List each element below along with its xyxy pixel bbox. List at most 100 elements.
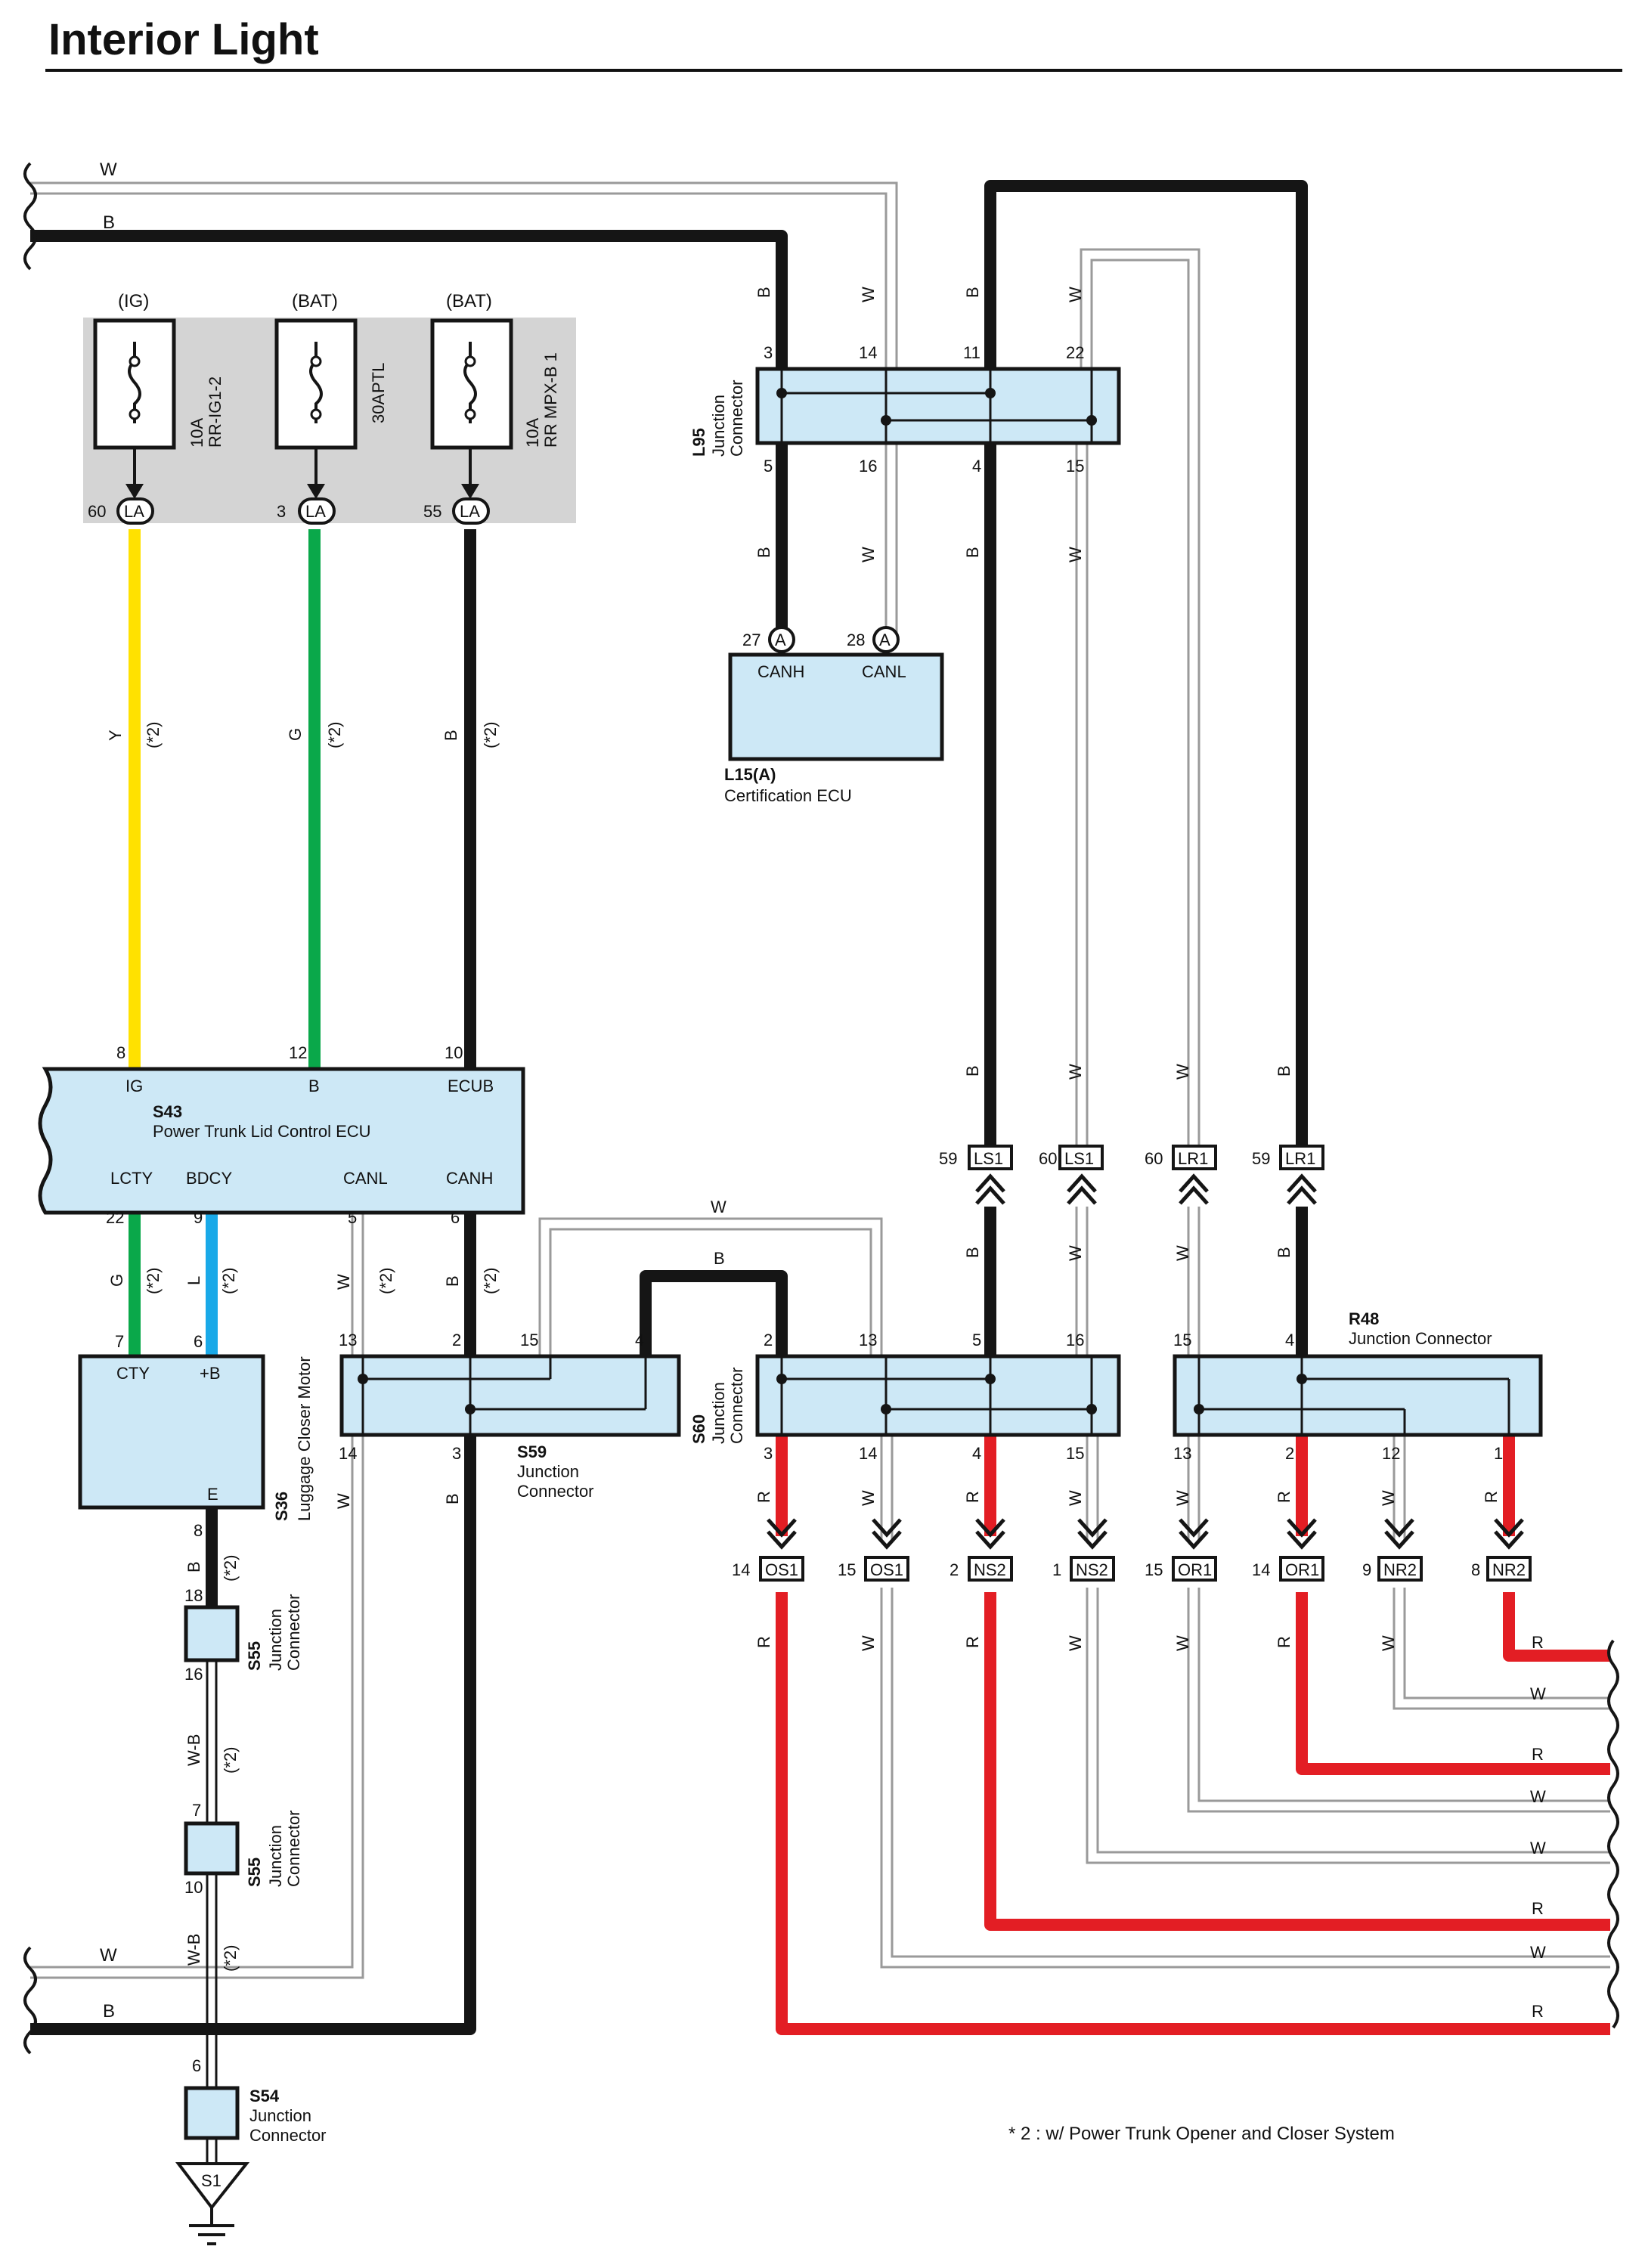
svg-text:S60: S60: [689, 1414, 708, 1444]
svg-text:Connector: Connector: [284, 1810, 303, 1887]
s43-wire-labels: G (*2) L (*2) W (*2) B (*2): [107, 1268, 500, 1294]
svg-text:S55: S55: [245, 1641, 264, 1671]
svg-text:5: 5: [764, 457, 773, 476]
svg-text:G: G: [286, 728, 305, 741]
svg-text:9: 9: [1362, 1560, 1371, 1579]
svg-text:(*2): (*2): [221, 1945, 240, 1972]
svg-text:10: 10: [445, 1043, 463, 1062]
wb-labels-upper: W-B (*2): [184, 1734, 240, 1774]
colored-wires: [129, 529, 321, 1356]
svg-text:W: W: [1530, 1839, 1546, 1857]
svg-text:16: 16: [1066, 1331, 1084, 1349]
svg-text:16: 16: [859, 457, 877, 476]
svg-text:Junction: Junction: [709, 395, 728, 457]
fuse-ig: (IG) 10A RR-IG1-2 LA 60: [88, 291, 225, 525]
svg-text:7: 7: [192, 1801, 201, 1820]
svg-text:2: 2: [452, 1331, 461, 1349]
svg-text:CTY: CTY: [116, 1364, 150, 1383]
svg-text:5: 5: [348, 1208, 357, 1227]
svg-text:CANH: CANH: [757, 662, 804, 681]
s55-junction-connector-upper: 18 16 S55 Junction Connector: [184, 1586, 303, 1684]
svg-text:12: 12: [1382, 1444, 1400, 1463]
connector-nr2-w: NR2 9: [1362, 1518, 1423, 1582]
svg-text:10A: 10A: [187, 418, 206, 448]
connector-os1-r: OS1 14: [732, 1518, 804, 1582]
svg-text:(IG): (IG): [118, 291, 149, 311]
svg-text:(BAT): (BAT): [292, 291, 338, 311]
svg-text:LR1: LR1: [1178, 1149, 1208, 1168]
certification-ecu: A A 27 28 CANH CANL L15(A) Certification…: [724, 626, 944, 805]
svg-text:ECUB: ECUB: [448, 1077, 494, 1095]
svg-text:55: 55: [423, 502, 441, 521]
svg-text:12: 12: [289, 1043, 307, 1062]
connector-la: [298, 497, 336, 525]
svg-text:W: W: [1379, 1490, 1398, 1506]
svg-text:W-B: W-B: [184, 1934, 203, 1966]
power-trunk-lid-control-ecu: 8 12 10 IG B ECUB S43 Power Trunk Lid Co…: [38, 1043, 525, 1227]
svg-text:1: 1: [1052, 1560, 1061, 1579]
upper-connector-wire-labels: B W W B B W W B: [963, 1064, 1293, 1261]
svg-text:B: B: [754, 547, 773, 558]
svg-text:14: 14: [1252, 1560, 1270, 1579]
svg-text:30A: 30A: [369, 394, 388, 423]
svg-text:3: 3: [277, 502, 286, 521]
luggage-closer-motor: 7 6 CTY +B E 8 S36 Luggage Closer Motor: [78, 1332, 314, 1540]
svg-text:60: 60: [1039, 1149, 1057, 1168]
svg-text:R: R: [1482, 1491, 1501, 1503]
svg-text:15: 15: [1066, 457, 1084, 476]
svg-text:B: B: [963, 547, 982, 558]
svg-text:PTL: PTL: [369, 363, 388, 393]
svg-text:W: W: [1530, 1943, 1546, 1962]
svg-text:W: W: [1066, 1635, 1085, 1651]
connector-la: [452, 497, 490, 525]
s59-junction-connector: 13 2 15 4 14 3 S59 Junction Connector: [339, 1331, 681, 1501]
connector-la: [116, 497, 154, 525]
svg-text:6: 6: [194, 1332, 203, 1351]
svg-text:RR-IG1-2: RR-IG1-2: [206, 376, 225, 448]
svg-text:(*2): (*2): [221, 1555, 240, 1582]
svg-text:LCTY: LCTY: [110, 1169, 153, 1188]
svg-text:W: W: [1066, 547, 1085, 562]
svg-text:W-B: W-B: [184, 1734, 203, 1766]
svg-text:L: L: [184, 1276, 203, 1285]
svg-text:14: 14: [732, 1560, 750, 1579]
svg-text:3: 3: [452, 1444, 461, 1463]
svg-text:R: R: [1275, 1636, 1293, 1648]
svg-text:B: B: [714, 1249, 725, 1268]
svg-text:15: 15: [838, 1560, 856, 1579]
svg-text:B: B: [1275, 1247, 1293, 1258]
svg-text:Junction: Junction: [249, 2106, 311, 2125]
svg-text:Connector: Connector: [284, 1594, 303, 1671]
svg-text:(*2): (*2): [219, 1268, 238, 1294]
svg-text:B: B: [963, 287, 982, 298]
svg-text:R: R: [1532, 2002, 1544, 2021]
svg-text:B: B: [441, 730, 460, 741]
footnote: * 2 : w/ Power Trunk Opener and Closer S…: [1008, 2124, 1395, 2144]
svg-text:S59: S59: [517, 1442, 547, 1461]
wb-labels-lower: W-B (*2): [184, 1934, 240, 1972]
svg-text:8: 8: [1471, 1560, 1480, 1579]
svg-text:B: B: [754, 287, 773, 298]
svg-text:W: W: [859, 1635, 878, 1651]
connector-ls1-w: LS1 60: [1039, 1145, 1104, 1205]
svg-text:4: 4: [972, 457, 981, 476]
svg-text:6: 6: [192, 2056, 201, 2075]
svg-text:OR1: OR1: [1285, 1560, 1319, 1579]
svg-text:Connector: Connector: [249, 2126, 327, 2145]
svg-text:Connector: Connector: [727, 1367, 746, 1444]
svg-text:R: R: [1532, 1745, 1544, 1764]
svg-text:(*2): (*2): [144, 722, 163, 748]
svg-text:S1: S1: [201, 2171, 222, 2190]
svg-text:W: W: [1530, 1684, 1546, 1703]
svg-text:NS2: NS2: [1076, 1560, 1108, 1579]
l95-wire-labels: B W B W B W B W: [754, 287, 1085, 562]
s55-junction-connector-lower: 7 10 S55 Junction Connector: [184, 1801, 303, 1897]
connector-ls1-b: LS1 59: [939, 1145, 1013, 1205]
svg-text:14: 14: [859, 343, 877, 362]
svg-text:LS1: LS1: [1064, 1149, 1094, 1168]
svg-text:10A: 10A: [523, 418, 542, 448]
svg-text:R: R: [963, 1491, 982, 1503]
svg-text:A: A: [879, 631, 891, 649]
svg-text:27: 27: [742, 631, 761, 649]
